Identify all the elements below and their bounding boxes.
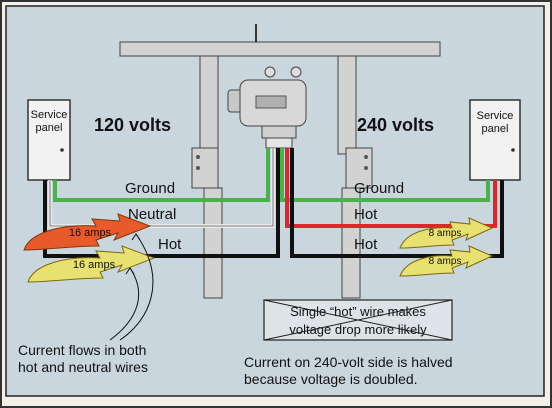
voltage-label-right: 240 volts [357, 115, 434, 135]
bolt-left-top [23, 213, 152, 251]
right-hot-wire-red [285, 148, 497, 228]
table-leg-left-lower [203, 187, 223, 299]
motor-bolt-a [264, 66, 276, 78]
left-wires [43, 148, 280, 258]
crossed-note: Single “hot” wire makes voltage drop mor… [263, 299, 453, 341]
crossed-note-line1: Single “hot” wire makes [290, 304, 426, 319]
current-label-left-bottom: 16 amps [73, 259, 116, 271]
cross-line-2 [263, 299, 453, 341]
motor-bolt-b [290, 66, 302, 78]
pointer-head-bottom [125, 267, 135, 275]
right-ground-wire [280, 148, 490, 202]
wire-label-right-hot-1: Hot [354, 206, 378, 223]
left-hot-wire [43, 148, 280, 258]
voltage-label-left: 120 volts [94, 115, 171, 135]
bolt-l1 [196, 155, 200, 159]
caption-left-line2: hot and neutral wires [18, 359, 148, 375]
table-leg-right-lower [341, 187, 361, 299]
left-neutral-wire-outline [49, 148, 274, 227]
leg-bracket-left [191, 147, 219, 189]
caption-right-line2: because voltage is doubled. [244, 371, 418, 387]
machine-frame [119, 24, 441, 299]
crossed-note-line2: voltage drop more likely [289, 322, 427, 337]
pointer-head-top [131, 233, 141, 241]
table-leg-right-upper [337, 55, 357, 155]
bolt-r2 [364, 166, 368, 170]
wire-label-left-neutral: Neutral [128, 206, 176, 223]
bolt-r1 [364, 155, 368, 159]
junction-box [265, 137, 293, 149]
motor [227, 66, 307, 149]
caption-right-line1: Current on 240-volt side is halved [244, 354, 453, 370]
wire-label-left-hot: Hot [158, 236, 182, 253]
pointer-to-top-bolt [119, 233, 154, 341]
service-panel-left-label-line1: Service [31, 109, 68, 121]
wire-label-left-ground: Ground [125, 180, 175, 197]
right-hot-wire-black [290, 148, 504, 258]
table-leg-left-upper [199, 55, 219, 155]
current-label-right-top: 8 amps [429, 228, 462, 239]
pointer-to-bottom-bolt [109, 267, 140, 341]
current-label-left-top: 16 amps [69, 227, 112, 239]
motor-mount [261, 125, 297, 139]
bolt-left-bottom [27, 245, 156, 283]
wire-label-right-hot-2: Hot [354, 236, 378, 253]
service-panel-right: Service panel [469, 99, 521, 181]
service-panel-right-label-line2: panel [482, 123, 509, 135]
left-ground-wire [53, 148, 270, 202]
bolt-right-bottom [399, 245, 494, 277]
service-panel-left: Service panel [27, 99, 71, 181]
service-panel-right-label-line1: Service [477, 110, 514, 122]
service-panel-left-label-line2: panel [36, 122, 63, 134]
right-wires [280, 148, 504, 258]
bolt-right-top [399, 217, 494, 249]
table-top [119, 41, 441, 57]
wire-label-right-ground: Ground [354, 180, 404, 197]
current-label-right-bottom: 8 amps [429, 256, 462, 267]
caption-left-line1: Current flows in both [18, 342, 146, 358]
current-bolts: 16 amps 16 amps 8 amps 8 amps [23, 213, 494, 283]
motor-label-plate [255, 95, 287, 109]
bolt-l2 [196, 166, 200, 170]
caption-pointers [109, 233, 154, 341]
